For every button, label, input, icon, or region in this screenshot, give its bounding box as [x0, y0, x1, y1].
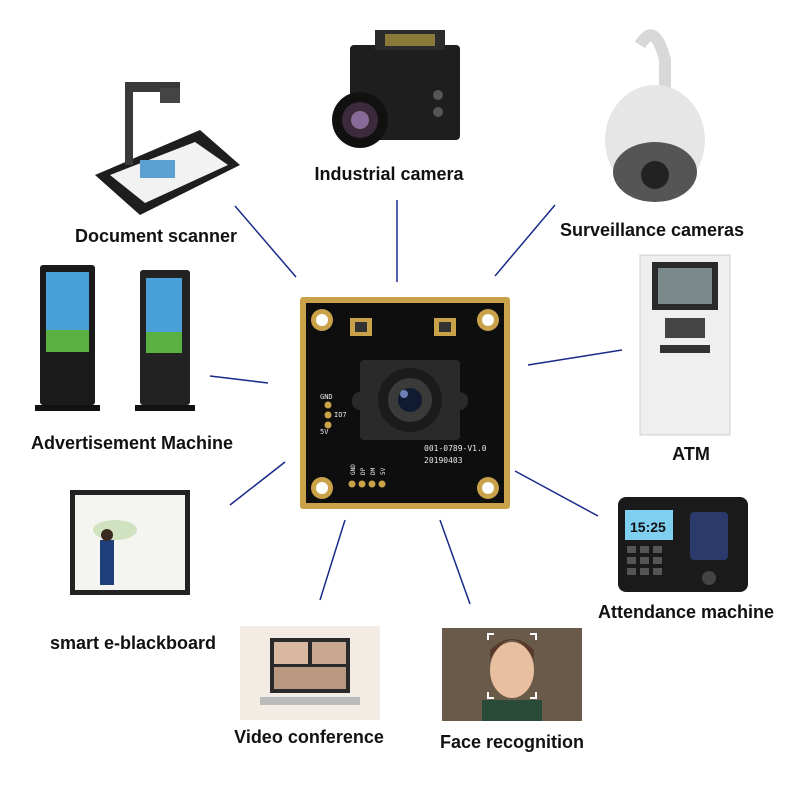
label-surveillance-cameras: Surveillance cameras — [559, 220, 745, 240]
line-face-recognition — [439, 519, 471, 605]
laptop-video-icon — [240, 626, 380, 720]
label-attendance-machine: Attendance machine — [597, 602, 775, 622]
dome-camera-icon — [605, 29, 705, 202]
line-attendance — [514, 470, 599, 517]
mounting-holes — [311, 309, 499, 499]
line-advertisement — [209, 375, 269, 384]
label-document-scanner: Document scanner — [74, 226, 238, 246]
fingerprint-terminal-icon: 15:25 — [618, 497, 748, 592]
label-video-conference: Video conference — [234, 727, 384, 747]
line-document-scanner — [234, 205, 297, 278]
pin-label-io7: IO7 — [334, 411, 347, 419]
pin-label-gnd: GND — [320, 393, 333, 401]
line-atm — [527, 349, 623, 366]
label-advertisement-machine: Advertisement Machine — [30, 433, 234, 453]
industrial-camera-icon — [332, 30, 460, 148]
label-face-recognition: Face recognition — [439, 732, 585, 752]
line-surveillance — [494, 204, 556, 277]
whiteboard-icon — [70, 490, 190, 595]
pin-label-dm: DM — [370, 467, 377, 475]
document-scanner-icon — [95, 82, 240, 215]
label-atm: ATM — [672, 444, 710, 464]
connector-lines — [209, 200, 623, 605]
date-code: 20190403 — [424, 456, 463, 465]
part-number: 001-0789-V1.0 — [424, 444, 487, 453]
kiosk-icon — [35, 265, 195, 411]
svg-text:15:25: 15:25 — [630, 519, 666, 535]
label-industrial-camera: Industrial camera — [314, 164, 464, 184]
left-pins — [324, 401, 332, 429]
pin-label-gnd-bottom: GND — [350, 464, 357, 475]
bottom-pins — [348, 480, 386, 488]
camera-module-board: GND IO7 5V GND DP DM 5V 001-0789-V1.0 20… — [300, 297, 510, 509]
face-recognition-icon — [442, 628, 582, 721]
pin-label-5v: 5V — [320, 428, 329, 436]
label-smart-e-blackboard: smart e-blackboard — [49, 633, 217, 653]
line-video-conference — [319, 519, 346, 601]
atm-icon — [639, 254, 731, 436]
pin-label-5v-bottom: 5V — [380, 467, 387, 475]
line-blackboard — [229, 461, 286, 506]
pin-label-dp: DP — [360, 467, 367, 475]
